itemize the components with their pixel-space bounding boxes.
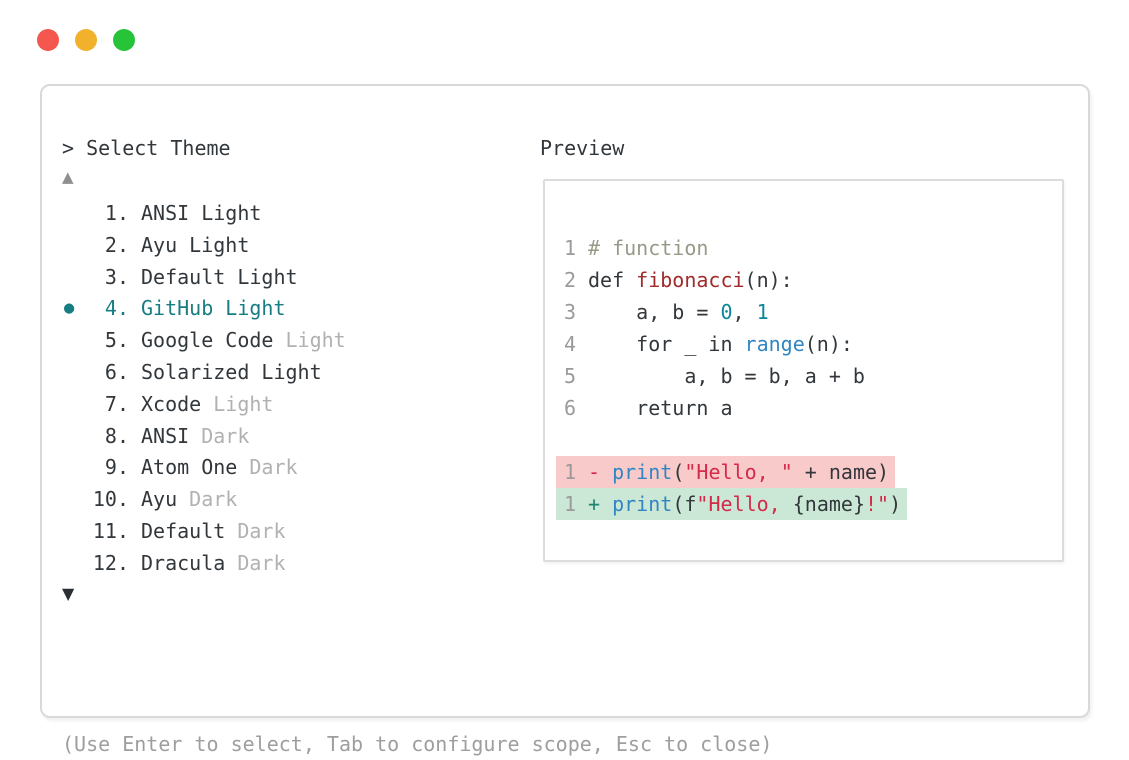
theme-name: Default Light bbox=[141, 264, 298, 289]
theme-name: GitHub Light bbox=[141, 296, 286, 321]
code-token-str: "Hello, bbox=[696, 492, 793, 516]
select-theme-prompt: > Select Theme bbox=[62, 136, 231, 160]
theme-number: 7. bbox=[104, 391, 129, 416]
code-token-text: , bbox=[732, 300, 757, 324]
theme-variant: Light bbox=[273, 328, 346, 353]
code-token-text: ( bbox=[672, 460, 685, 484]
theme-number: 9. bbox=[104, 455, 129, 480]
theme-number: 6. bbox=[104, 359, 129, 384]
code-token-text: a, b = b, a + b bbox=[588, 364, 865, 388]
theme-list-item[interactable]: 3. Default Light bbox=[62, 262, 492, 294]
line-number: 1 bbox=[564, 492, 577, 516]
line-number: 2 bbox=[564, 268, 577, 292]
theme-number: 4. bbox=[104, 296, 129, 321]
theme-variant: Dark bbox=[225, 518, 286, 543]
theme-number: 1. bbox=[104, 201, 129, 225]
code-token-text: (n): bbox=[804, 332, 853, 356]
code-token-comment: # function bbox=[588, 236, 709, 260]
code-token-text: (f bbox=[672, 492, 697, 516]
theme-list-item[interactable]: 10. Ayu Dark bbox=[62, 484, 492, 516]
line-number: 4 bbox=[564, 332, 577, 356]
scroll-up-icon[interactable]: ▲ bbox=[62, 168, 74, 186]
code-token-text: ) bbox=[889, 492, 902, 516]
theme-number: 8. bbox=[104, 423, 129, 448]
selected-bullet-icon: ● bbox=[64, 298, 75, 319]
theme-name: Xcode Light bbox=[141, 391, 274, 416]
theme-variant: Dark bbox=[225, 550, 286, 575]
code-line: 5 a, b = b, a + b bbox=[556, 360, 907, 392]
theme-number: 5. bbox=[104, 328, 129, 353]
theme-name: ANSI Dark bbox=[141, 423, 250, 448]
line-number: 1 bbox=[564, 236, 577, 260]
code-token-func: fibonacci bbox=[636, 268, 745, 292]
code-line-diff-added: 1 + print(f"Hello, {name}!") bbox=[556, 488, 908, 520]
theme-variant: Dark bbox=[189, 423, 250, 448]
theme-variant: Light bbox=[201, 391, 274, 416]
code-token-num: 1 bbox=[756, 300, 769, 324]
keyboard-hint: (Use Enter to select, Tab to configure s… bbox=[62, 732, 773, 756]
code-line bbox=[556, 424, 907, 456]
code-line-diff-removed: 1- print("Hello, " + name) bbox=[556, 456, 907, 488]
code-token-builtin: range bbox=[744, 332, 805, 356]
code-line: 4 for _ in range(n): bbox=[556, 328, 907, 360]
theme-name: Default Dark bbox=[141, 518, 286, 543]
theme-picker-panel: > Select Theme Preview ▲ 1. ANSI Light 2. A… bbox=[40, 84, 1090, 756]
theme-list-item[interactable]: 5. Google Code Light bbox=[62, 325, 492, 357]
scroll-down-icon[interactable]: ▼ bbox=[62, 584, 75, 603]
code-line: 3 a, b = 0, 1 bbox=[556, 296, 907, 328]
code-token-str: !" bbox=[864, 492, 890, 516]
window-controls bbox=[37, 29, 135, 51]
line-number: 1 bbox=[564, 460, 577, 484]
theme-name: ANSI Light bbox=[141, 201, 262, 225]
theme-list-item[interactable]: 6. Solarized Light bbox=[62, 357, 492, 389]
code-token-text: for _ in bbox=[588, 332, 745, 356]
theme-list-item[interactable]: 1. ANSI Light bbox=[62, 198, 492, 230]
code-token-str: "Hello, " bbox=[684, 460, 793, 484]
line-number: 6 bbox=[564, 396, 577, 420]
theme-list-item[interactable]: 8. ANSI Dark bbox=[62, 421, 492, 453]
theme-name: Atom One Dark bbox=[141, 455, 298, 480]
theme-number: 3. bbox=[104, 264, 129, 289]
theme-number: 10. bbox=[92, 487, 129, 512]
theme-list-item[interactable]: 7. Xcode Light bbox=[62, 389, 492, 421]
theme-name: Ayu Light bbox=[141, 232, 250, 257]
code-token-text: (n): bbox=[744, 268, 793, 292]
theme-name: Dracula Dark bbox=[141, 550, 286, 575]
theme-name: Google Code Light bbox=[141, 328, 346, 353]
code-token-builtin: print bbox=[612, 460, 673, 484]
code-token-num: 0 bbox=[720, 300, 733, 324]
code-token-text: return a bbox=[588, 396, 733, 420]
code-line: 6 return a bbox=[556, 392, 907, 424]
code-token-minus: - bbox=[588, 460, 613, 484]
theme-list-item[interactable]: ● 4. GitHub Light bbox=[62, 293, 492, 325]
theme-list-item[interactable]: 2. Ayu Light bbox=[62, 230, 492, 262]
line-number: 3 bbox=[564, 300, 577, 324]
code-token-builtin: print bbox=[612, 492, 673, 516]
theme-name: Ayu Dark bbox=[141, 487, 238, 512]
theme-list-item[interactable]: 9. Atom One Dark bbox=[62, 452, 492, 484]
theme-name: Solarized Light bbox=[141, 359, 322, 384]
theme-list: 1. ANSI Light 2. Ayu Light 3. Default Light ● 4… bbox=[62, 198, 492, 580]
maximize-button[interactable] bbox=[113, 29, 135, 51]
code-token-text: + name) bbox=[792, 460, 890, 484]
code-line: 1 # function bbox=[556, 232, 907, 264]
line-number: 5 bbox=[564, 364, 577, 388]
theme-number: 12. bbox=[92, 550, 129, 575]
code-token-text: def bbox=[588, 268, 637, 292]
theme-list-item[interactable]: 11. Default Dark bbox=[62, 516, 492, 548]
theme-number: 11. bbox=[92, 518, 129, 543]
theme-list-item[interactable]: 12. Dracula Dark bbox=[62, 548, 492, 580]
theme-variant: Dark bbox=[177, 487, 238, 512]
code-line: 2 def fibonacci(n): bbox=[556, 264, 907, 296]
preview-label: Preview bbox=[540, 136, 625, 160]
theme-number: 2. bbox=[104, 232, 129, 257]
code-token-plus: + bbox=[588, 492, 613, 516]
code-token-text: {name} bbox=[792, 492, 865, 516]
close-button[interactable] bbox=[37, 29, 59, 51]
minimize-button[interactable] bbox=[75, 29, 97, 51]
code-token-text: a, b = bbox=[588, 300, 721, 324]
theme-variant: Dark bbox=[237, 455, 298, 480]
